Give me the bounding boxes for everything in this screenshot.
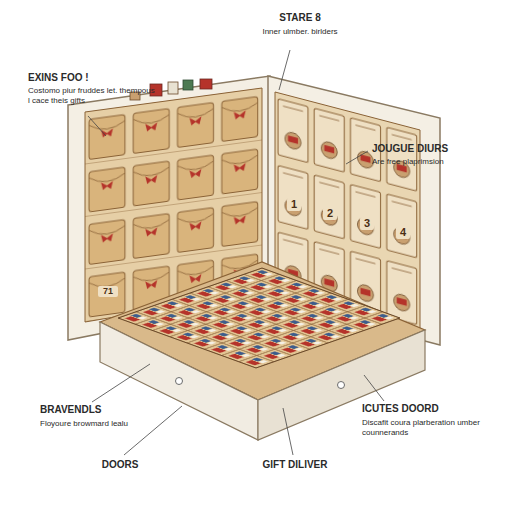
door-number: 71 xyxy=(98,286,118,297)
callout-note: Are free plaprimsion xyxy=(372,157,492,167)
door-number: 4 xyxy=(396,226,410,239)
callout-note: Floyoure browmard lealu xyxy=(40,419,170,429)
callout-heading: ICUTES DOORD xyxy=(362,403,492,415)
callout-heading: BRAVENDLS xyxy=(40,404,170,416)
callout-note: Inner ulmber. birlders xyxy=(235,27,365,37)
drawer-knob xyxy=(176,378,183,385)
door-number: 1 xyxy=(287,198,301,211)
callout-heading: STARE 8 xyxy=(240,12,360,24)
callout-heading: JOUGUE DIURS xyxy=(372,143,492,155)
door-number: 2 xyxy=(323,207,337,220)
callout-note: Costomo piur fruddes let. thempous l cac… xyxy=(28,86,158,105)
callout-heading: DOORS xyxy=(80,459,160,471)
callout-heading: GIFT DILIVER xyxy=(240,459,350,471)
callout-note: Discafit coura plarberation umber counne… xyxy=(362,418,497,437)
leader-lines xyxy=(88,50,384,455)
door-number: 3 xyxy=(360,217,374,230)
drawer-knob xyxy=(338,382,345,389)
callout-heading: EXINS FOO ! xyxy=(28,72,158,84)
